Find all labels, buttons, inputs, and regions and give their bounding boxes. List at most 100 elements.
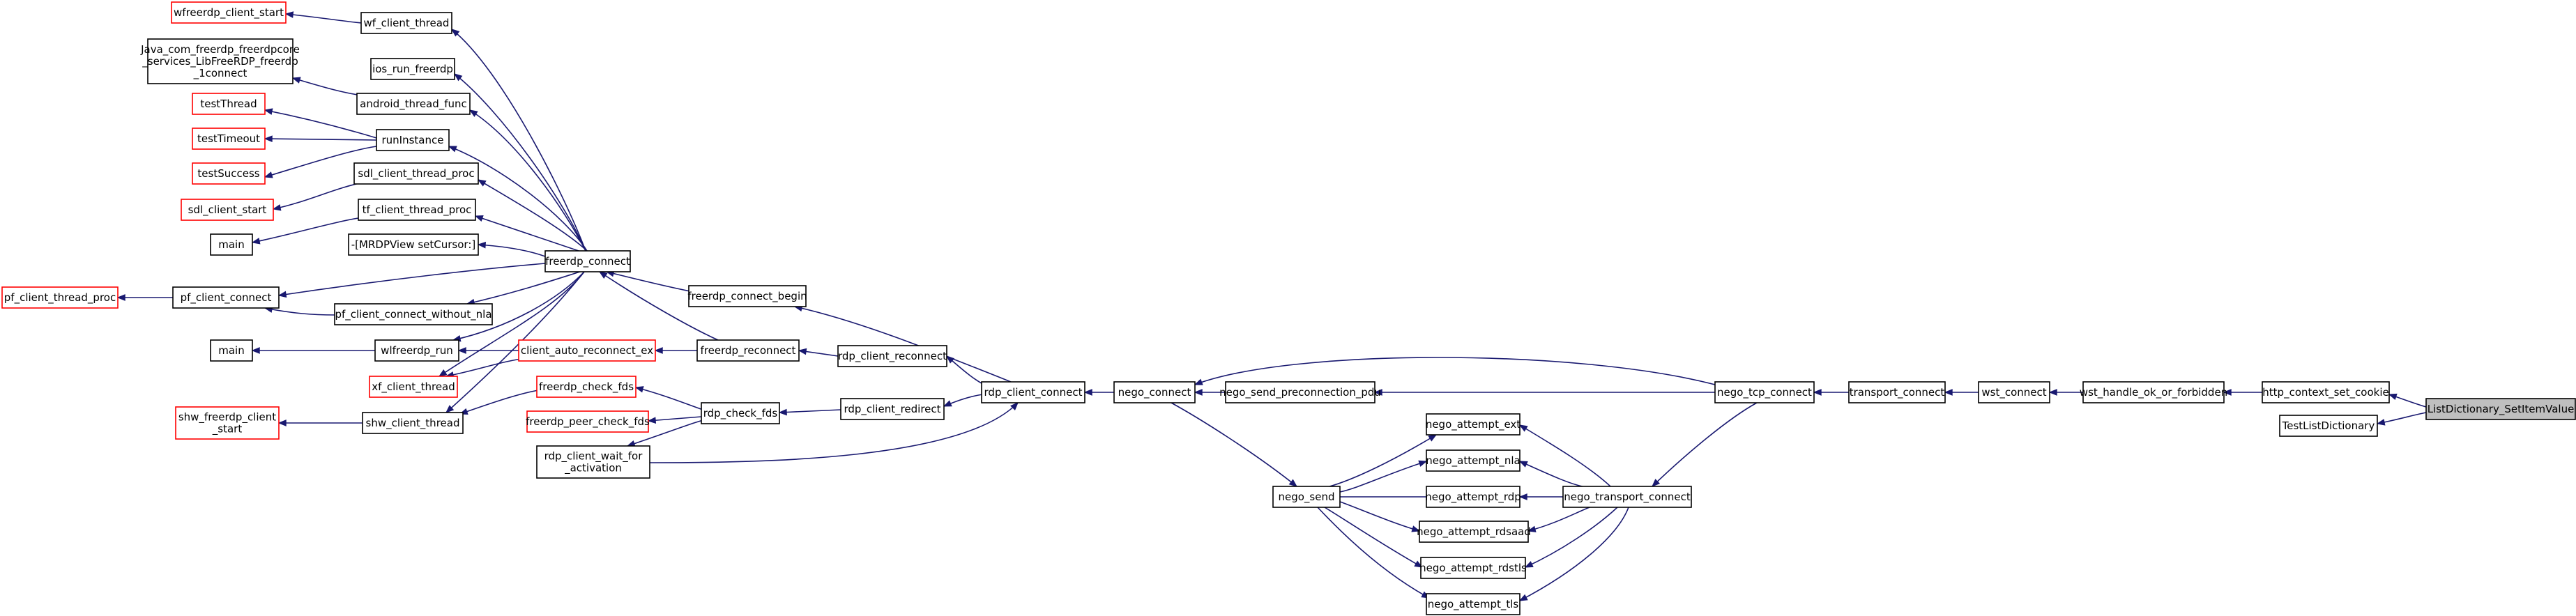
node-testsuccess[interactable]: testSuccess	[192, 162, 266, 185]
node-wf-client-thread[interactable]: wf_client_thread	[360, 12, 452, 34]
node-label: http_context_set_cookie	[2262, 386, 2388, 399]
arrowhead-nego_attempt_ext-to-nego_send	[1428, 434, 1438, 442]
node-tf-client-thread-proc[interactable]: tf_client_thread_proc	[358, 199, 476, 221]
node-testthread[interactable]: testThread	[192, 93, 266, 115]
node-freerdp-peer-check-fds[interactable]: freerdp_peer_check_fds	[526, 410, 650, 433]
node-box	[210, 339, 253, 362]
node-label: pf_client_connect	[181, 291, 272, 305]
arrowhead-sdl_client_thread_proc-to-freerdp_connect	[477, 179, 487, 187]
node-runinstance[interactable]: runInstance	[376, 129, 450, 151]
node-nego-tcp-connect[interactable]: nego_tcp_connect	[1714, 381, 1815, 403]
node-box	[192, 93, 266, 115]
edge-nego_attempt_rdsaad-to-nego_transport_connect	[1527, 507, 1590, 532]
node-pf-client-connect-without-nla[interactable]: pf_client_connect_without_nla	[334, 303, 493, 325]
node-freerdp-connect-begin[interactable]: freerdp_connect_begin	[687, 285, 807, 307]
node-rdp-check-fds[interactable]: rdp_check_fds	[701, 402, 780, 424]
node-wfreerdp-client-start[interactable]: wfreerdp_client_start	[171, 1, 287, 24]
node-transport-connect[interactable]: transport_connect	[1848, 381, 1946, 403]
node-box	[374, 339, 459, 362]
edge-nego_attempt_rdstls-to-nego_send	[1324, 507, 1423, 568]
node-freerdp-reconnect[interactable]: freerdp_reconnect	[696, 339, 800, 362]
node-java-com-freerdp[interactable]: Java_com_freerdp_freerdpcore_services_Li…	[140, 38, 300, 84]
node-rdp-client-wait-for-activation[interactable]: rdp_client_wait_for_activation	[536, 445, 650, 479]
arrowhead-android_thread_func-to-freerdp_connect	[468, 109, 478, 117]
arrowhead-testtimeout-to-runinstance	[264, 135, 273, 142]
node-listdictionary-setitemvalue[interactable]: ListDictionary_SetItemValue	[2425, 398, 2576, 420]
node-wst-connect[interactable]: wst_connect	[1978, 381, 2050, 403]
node-shw-freerdp-client-start[interactable]: shw_freerdp_client_start	[175, 406, 280, 440]
node-main-1[interactable]: main	[210, 233, 253, 256]
node-nego-connect[interactable]: nego_connect	[1113, 381, 1196, 403]
arrowhead-nego_attempt_nla-to-nego_send	[1418, 460, 1428, 467]
node-xf-client-thread[interactable]: xf_client_thread	[369, 376, 458, 398]
node-nego-attempt-rdsaad[interactable]: nego_attempt_rdsaad	[1417, 521, 1531, 543]
arrowhead-wlfreerdp_run-to-client_auto_reconnect_ex	[457, 347, 466, 354]
edge-freerdp_connect-to-freerdp_reconnect	[599, 271, 719, 341]
arrowhead-shw_client_thread-to-freerdp_connect	[445, 405, 455, 413]
node-nego-attempt-tls[interactable]: nego_attempt_tls	[1426, 593, 1521, 615]
node-rdp-client-redirect[interactable]: rdp_client_redirect	[840, 398, 945, 420]
node-sdl-client-thread-proc[interactable]: sdl_client_thread_proc	[353, 162, 479, 185]
node-wlfreerdp-run[interactable]: wlfreerdp_run	[374, 339, 459, 362]
node-sdl-client-start[interactable]: sdl_client_start	[181, 199, 274, 221]
node-pf-client-thread-proc[interactable]: pf_client_thread_proc	[1, 286, 119, 309]
edge-testtimeout-to-runinstance	[264, 138, 377, 141]
node-client-auto-reconnect-ex[interactable]: client_auto_reconnect_ex	[518, 339, 656, 362]
arrowhead-nego_connect-to-nego_send_preconnection_pdu	[1194, 389, 1203, 396]
node-freerdp-check-fds[interactable]: freerdp_check_fds	[536, 376, 637, 398]
node-main-2[interactable]: main	[210, 339, 253, 362]
node-box	[1978, 381, 2050, 403]
node-box	[981, 381, 1085, 403]
node-nego-send[interactable]: nego_send	[1272, 486, 1341, 508]
arrowhead-nego_attempt_rdp-to-nego_transport_connect	[1518, 493, 1527, 500]
node-rdp-client-reconnect[interactable]: rdp_client_reconnect	[837, 345, 947, 367]
node-nego-send-preconnection-pdu[interactable]: nego_send_preconnection_pdu	[1219, 381, 1381, 403]
edge-freerdp_connect_begin-to-rdp_client_connect	[794, 306, 1012, 383]
node-nego-attempt-rdstls[interactable]: nego_attempt_rdstls	[1419, 557, 1527, 579]
arrowhead-main_2-to-wlfreerdp_run	[251, 347, 260, 354]
edge-runinstance-to-freerdp_connect	[448, 146, 588, 252]
edge-rdp_check_fds-to-rdp_client_redirect	[779, 409, 841, 413]
node-box	[1113, 381, 1196, 403]
node-android-thread-func[interactable]: android_thread_func	[356, 93, 471, 115]
node-http-context-set-cookie[interactable]: http_context_set_cookie	[2262, 381, 2390, 403]
node-box	[358, 199, 476, 221]
node-mrdpview-setcursor[interactable]: -[MRDPView setCursor:]	[348, 233, 479, 256]
node-box	[353, 162, 479, 185]
edge-freerdp_connect-to-freerdp_connect_begin	[606, 271, 691, 292]
node-label: _start	[212, 423, 243, 436]
node-box	[518, 339, 656, 362]
node-testlistdictionary[interactable]: TestListDictionary	[2279, 415, 2378, 437]
arrowhead-nego_attempt_rdsaad-to-nego_send	[1411, 525, 1421, 532]
arrowhead-rdp_client_connect-to-rdp_client_wait_for_activation	[1010, 402, 1019, 411]
node-box	[1426, 486, 1521, 508]
arrowhead-java_com_freerdp-to-android_thread_func	[291, 77, 301, 84]
edge-pf_client_connect_without_nla-to-freerdp_connect	[466, 271, 581, 305]
node-box	[334, 303, 493, 325]
node-ios-run-freerdp[interactable]: ios_run_freerdp	[370, 58, 455, 80]
node-label: nego_connect	[1118, 386, 1191, 399]
node-testtimeout[interactable]: testTimeout	[192, 128, 266, 150]
node-nego-attempt-nla[interactable]: nego_attempt_nla	[1426, 449, 1521, 472]
node-nego-attempt-rdp[interactable]: nego_attempt_rdp	[1425, 486, 1521, 508]
arrowhead-testlistdictionary-to-listdictionary_setitemvalue	[2376, 419, 2386, 426]
node-label: freerdp_peer_check_fds	[526, 415, 650, 429]
arrowhead-sdl_client_start-to-sdl_client_thread_proc	[272, 204, 282, 211]
node-rdp-client-connect[interactable]: rdp_client_connect	[981, 381, 1085, 403]
node-label: wst_handle_ok_or_forbidden	[2080, 386, 2227, 399]
arrowhead-ios_run_freerdp-to-freerdp_connect	[453, 73, 463, 82]
node-label: _1connect	[193, 67, 247, 80]
arrowhead-runinstance-to-freerdp_connect	[448, 146, 457, 153]
node-freerdp-connect[interactable]: freerdp_connect	[544, 250, 631, 272]
edge-nego_attempt_tls-to-nego_send	[1317, 507, 1430, 599]
arrowhead-nego_send-to-nego_connect	[1288, 479, 1298, 487]
node-box	[536, 376, 637, 398]
node-nego-attempt-ext[interactable]: nego_attempt_ext	[1426, 413, 1521, 436]
node-shw-client-thread[interactable]: shw_client_thread	[362, 412, 464, 434]
node-pf-client-connect[interactable]: pf_client_connect	[172, 286, 280, 309]
node-nego-transport-connect[interactable]: nego_transport_connect	[1562, 486, 1692, 508]
node-wst-handle-ok-or-forbidden[interactable]: wst_handle_ok_or_forbidden	[2080, 381, 2227, 403]
node-label: tf_client_thread_proc	[363, 203, 472, 217]
node-box	[1, 286, 119, 309]
node-label: rdp_client_connect	[984, 386, 1083, 399]
